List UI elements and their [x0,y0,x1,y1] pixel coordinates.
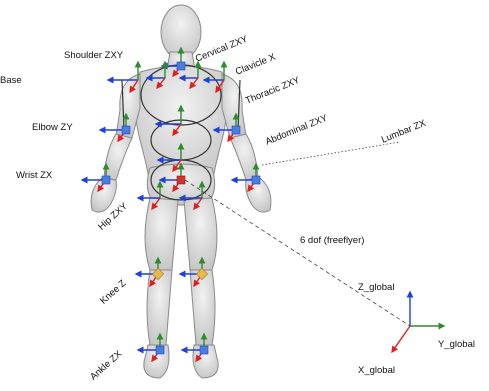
global-frame [392,292,444,352]
label-shoulder: Shoulder ZXY [64,51,123,61]
label-wrist: Wrist ZX [16,171,52,181]
label-base: Base [0,76,22,86]
leader-lines [185,142,410,326]
freeflyer-leader [185,180,410,326]
label-y-global: Y_global [438,340,475,350]
label-x-global: X_global [358,366,395,376]
left-shin [147,270,172,345]
label-elbow: Elbow ZY [32,123,73,133]
right-shin [190,270,215,345]
label-z-global: Z_global [358,283,394,293]
right-forearm [230,134,258,180]
left-thigh [145,198,178,270]
label-freeflyer: 6 dof (freeflyer) [300,236,364,246]
lumbar-leader [262,142,400,165]
right-thigh [184,198,217,270]
